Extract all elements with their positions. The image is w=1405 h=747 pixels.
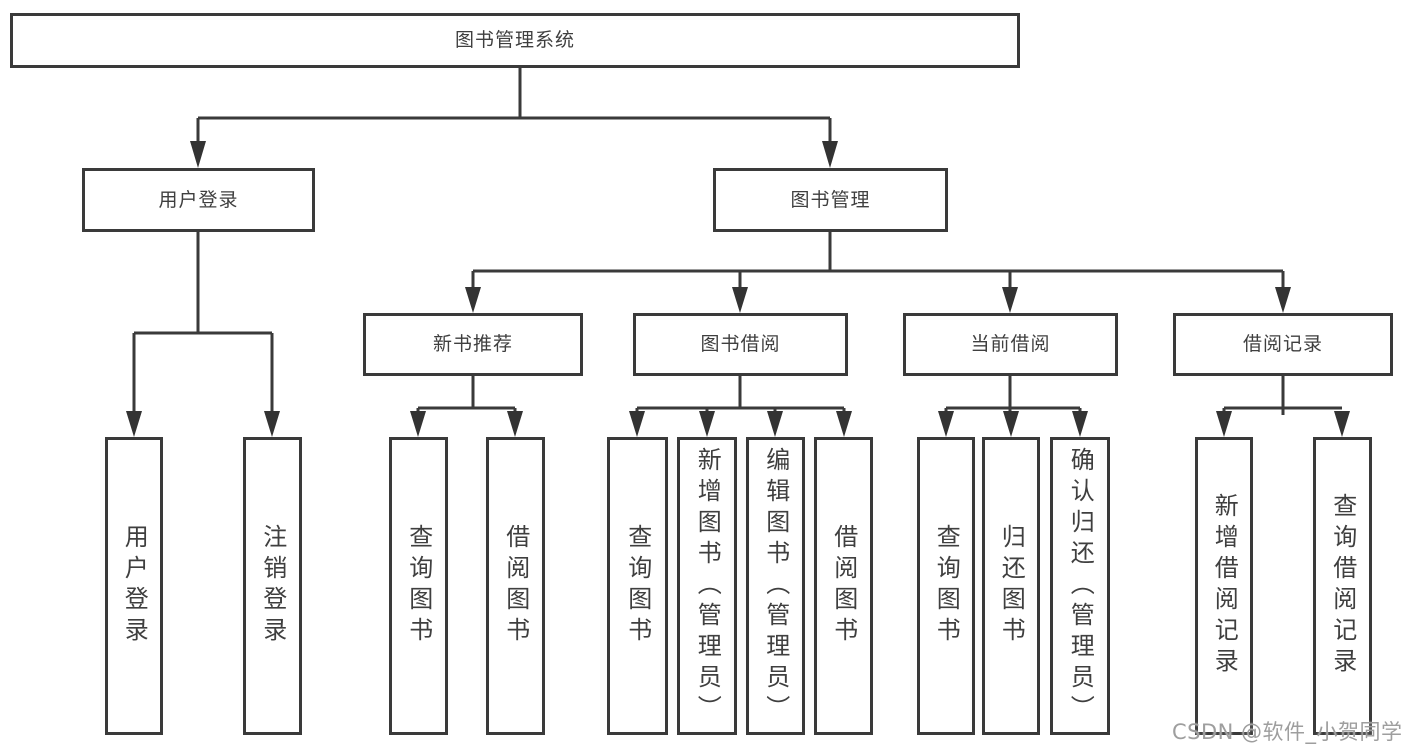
leaf-query-books-recommend-label: 查询图书	[404, 524, 433, 648]
leaf-logout: 注销登录	[243, 437, 302, 735]
leaf-edit-book-admin-label: 编辑图书（管理员）	[761, 446, 790, 726]
leaf-query-books-borrowing: 查询图书	[607, 437, 668, 735]
leaf-query-books-current: 查询图书	[917, 437, 975, 735]
node-current-borrowing-label: 当前借阅	[970, 333, 1051, 355]
node-user-login: 用户登录	[82, 168, 315, 232]
leaf-query-borrow-record-label: 查询借阅记录	[1328, 493, 1357, 679]
leaf-query-borrow-record: 查询借阅记录	[1313, 437, 1372, 735]
leaf-edit-book-admin: 编辑图书（管理员）	[746, 437, 805, 735]
leaf-return-book-label: 归还图书	[997, 524, 1026, 648]
node-book-management-label: 图书管理	[790, 188, 871, 211]
leaf-add-borrow-record-label: 新增借阅记录	[1210, 493, 1239, 679]
leaf-logout-label: 注销登录	[258, 524, 287, 648]
csdn-watermark: CSDN @软件_小贺同学	[1172, 720, 1403, 744]
node-book-borrowing-label: 图书借阅	[700, 333, 781, 355]
leaf-borrow-books-recommend-label: 借阅图书	[501, 524, 530, 648]
node-new-book-recommend-label: 新书推荐	[432, 333, 513, 355]
leaf-user-login-label: 用户登录	[120, 524, 149, 648]
leaf-add-borrow-record: 新增借阅记录	[1195, 437, 1253, 735]
leaf-return-book: 归还图书	[982, 437, 1040, 735]
leaf-borrow-books-borrowing-label: 借阅图书	[829, 524, 858, 648]
node-root-label: 图书管理系统	[454, 29, 575, 51]
leaf-add-book-admin-label: 新增图书（管理员）	[693, 446, 722, 726]
leaf-user-login: 用户登录	[105, 437, 163, 735]
leaf-query-books-recommend: 查询图书	[389, 437, 448, 735]
leaf-query-books-borrowing-label: 查询图书	[623, 524, 652, 648]
leaf-confirm-return-admin: 确认归还（管理员）	[1050, 437, 1110, 735]
leaf-borrow-books-recommend: 借阅图书	[486, 437, 545, 735]
node-new-book-recommend: 新书推荐	[363, 313, 583, 376]
node-borrowing-records-label: 借阅记录	[1242, 333, 1323, 355]
leaf-query-books-current-label: 查询图书	[932, 524, 961, 648]
node-borrowing-records: 借阅记录	[1173, 313, 1393, 376]
node-user-login-label: 用户登录	[158, 188, 239, 211]
leaf-confirm-return-admin-label: 确认归还（管理员）	[1066, 446, 1095, 726]
leaf-add-book-admin: 新增图书（管理员）	[677, 437, 737, 735]
node-book-borrowing: 图书借阅	[633, 313, 848, 376]
leaf-borrow-books-borrowing: 借阅图书	[814, 437, 873, 735]
node-root: 图书管理系统	[10, 13, 1020, 68]
node-current-borrowing: 当前借阅	[903, 313, 1118, 376]
node-book-management: 图书管理	[713, 168, 948, 232]
